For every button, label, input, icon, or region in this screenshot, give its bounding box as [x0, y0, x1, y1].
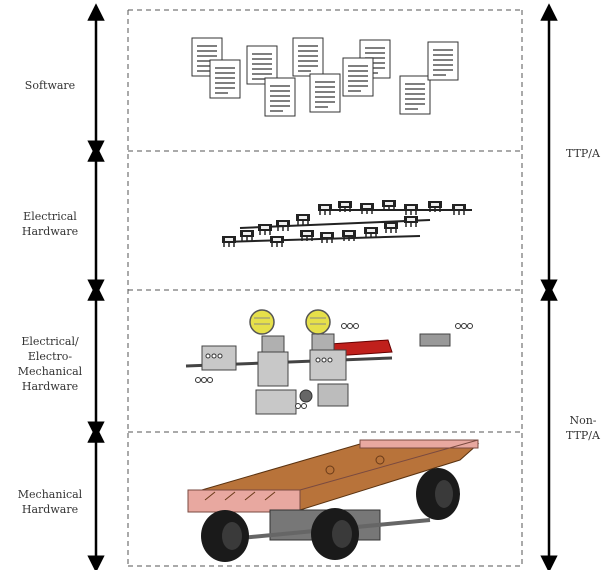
electromech-hardware [185, 309, 473, 415]
small-module [419, 333, 451, 347]
chip-icon [381, 199, 397, 212]
chip-icon [451, 203, 467, 216]
group-label-ttpa: TTP/A [566, 147, 600, 160]
chip-icon [403, 203, 419, 216]
layer-label-electrical-hardware: Electrical Hardware [21, 210, 79, 238]
document-icon [264, 77, 296, 117]
chip-icon [317, 203, 333, 216]
bulb-icon [249, 309, 275, 335]
chip-icon [363, 226, 379, 239]
layer-boxes [127, 9, 523, 567]
software-documents [191, 37, 459, 117]
chip-icon [383, 221, 399, 234]
chip-icon [295, 213, 311, 226]
chip-icon [275, 219, 291, 232]
module-box [257, 351, 289, 387]
layer-label-electro-mechanical-hardware: Electrical/ Electro- Mechanical Hardware [17, 335, 83, 393]
chip-icon [403, 215, 419, 228]
electrical-hardware-chips [221, 199, 472, 248]
motor-box [317, 383, 349, 407]
chip-icon [221, 235, 237, 248]
motor-box [255, 389, 297, 415]
chip-icon [257, 223, 273, 236]
module-box [309, 349, 347, 381]
layer-label-mechanical-hardware: Mechanical Hardware [17, 488, 83, 516]
document-icon [342, 57, 374, 97]
chip-icon [359, 202, 375, 215]
document-icon [292, 37, 324, 77]
chip-icon [319, 231, 335, 244]
chip-icon [341, 229, 357, 242]
mechanical-cart [187, 439, 480, 562]
document-icon [309, 73, 341, 113]
document-icon [399, 75, 431, 115]
document-icon [427, 41, 459, 81]
layer-label-software: Software [24, 79, 76, 92]
chip-icon [337, 200, 353, 213]
chip-icon [239, 229, 255, 242]
bulb-icon [305, 309, 331, 335]
chip-icon [299, 229, 315, 242]
document-icon [209, 59, 241, 99]
chip-icon [427, 200, 443, 213]
chip-icon [269, 235, 285, 248]
group-label-non-ttpa: Non- TTP/A [566, 414, 600, 442]
